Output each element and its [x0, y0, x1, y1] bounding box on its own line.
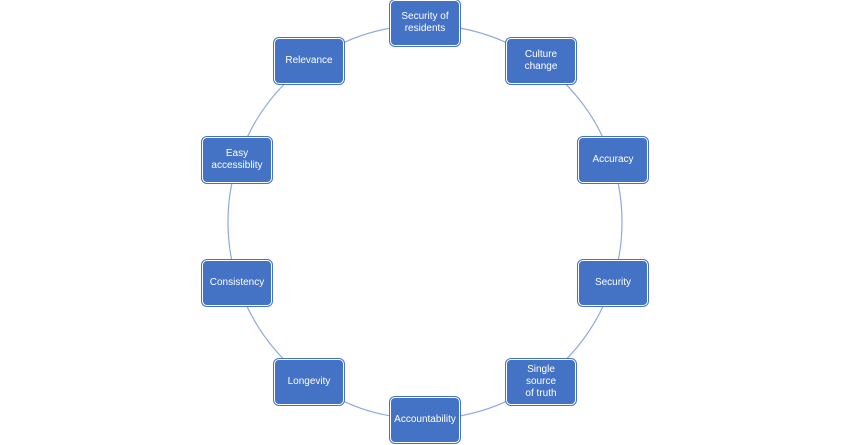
node-accountability: Accountability: [390, 397, 460, 443]
node-single-source-of-truth: Single source of truth: [506, 359, 576, 405]
node-longevity: Longevity: [274, 359, 344, 405]
node-culture-change: Culture change: [506, 38, 576, 84]
node-accuracy: Accuracy: [578, 137, 648, 183]
node-security: Security: [578, 260, 648, 306]
node-relevance: Relevance: [274, 38, 344, 84]
node-consistency: Consistency: [202, 260, 272, 306]
node-security-of-residents: Security of residents: [390, 0, 460, 46]
node-easy-accessibility: Easy accessiblity: [202, 137, 272, 183]
